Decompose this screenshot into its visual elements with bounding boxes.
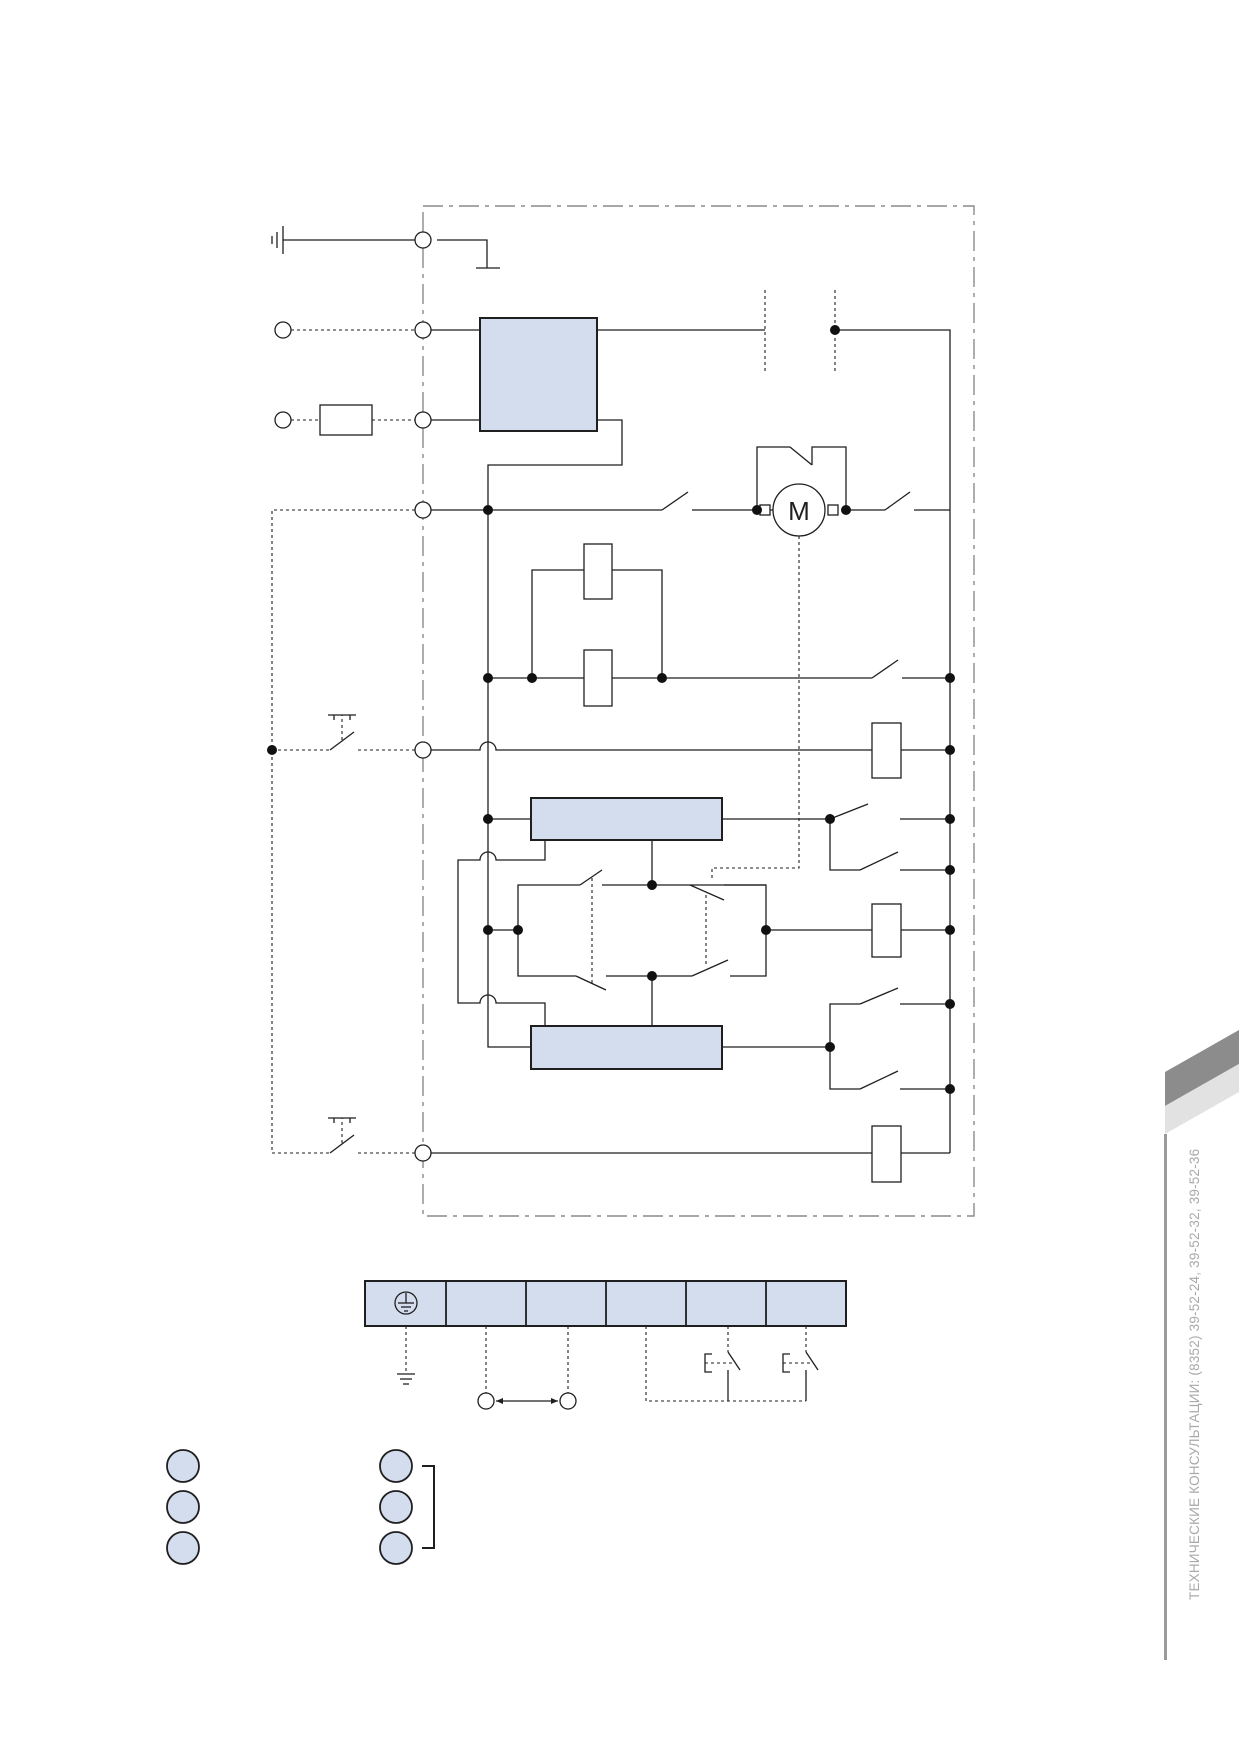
legend-markers: [166, 1449, 435, 1565]
device-frame: [422, 205, 975, 1217]
external-terminal-1: [274, 321, 292, 339]
external-terminal-2: [274, 411, 292, 429]
push-button-icon: [328, 714, 356, 751]
contact-phones-text: ТЕХНИЧЕСКИЕ КОНСУЛЬТАЦИИ: (8352) 39-52-2…: [1187, 1148, 1202, 1600]
push-button-icon: [704, 1351, 741, 1401]
motor-label: M: [788, 496, 810, 526]
fuse-icon: [319, 404, 373, 436]
control-module-lower: [530, 1025, 723, 1070]
ground-icon: [397, 1373, 415, 1385]
relay-coil-5: [871, 1125, 902, 1183]
relay-coil-4: [871, 903, 902, 958]
side-tab: [1164, 1030, 1239, 1660]
ground-icon: [394, 1291, 418, 1315]
ground-symbol-left: [271, 226, 423, 254]
relay-coil-2: [583, 649, 613, 707]
push-button-icon: [328, 1117, 356, 1154]
terminal-strip: [364, 1280, 847, 1327]
power-supply-block: [479, 317, 598, 432]
junction-dots: [267, 325, 955, 1094]
frame-terminals: [414, 231, 432, 1162]
relay-coil-1: [583, 543, 613, 600]
ground-wire-internal: [437, 239, 488, 268]
relay-coil-3: [871, 722, 902, 779]
push-button-icon: [782, 1351, 819, 1401]
control-module-upper: [530, 797, 723, 841]
